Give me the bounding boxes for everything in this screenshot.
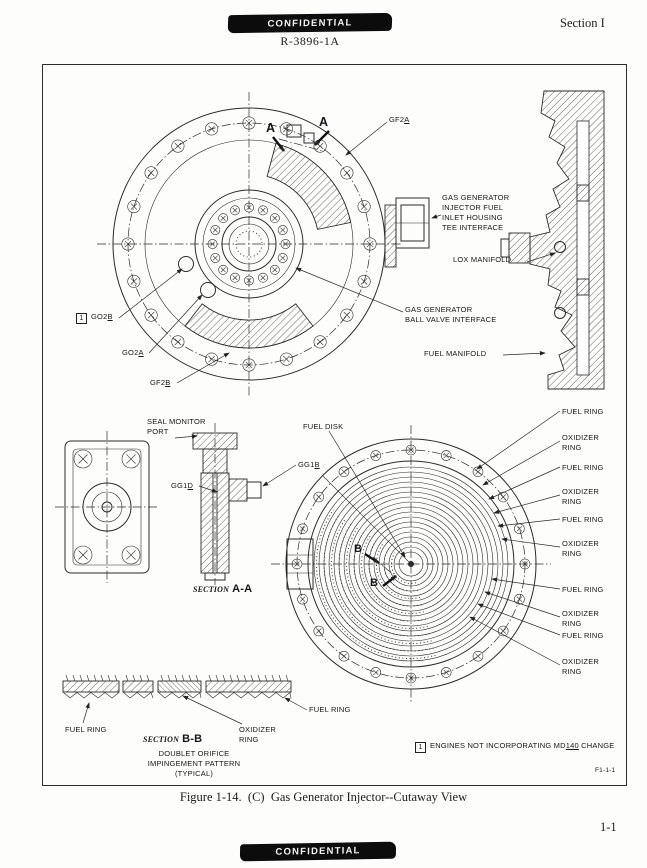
section-aa-view bbox=[192, 423, 262, 585]
ring-label-4-oxidizer: OXIDIZER RING bbox=[562, 487, 600, 506]
hub-bolt-holes bbox=[207, 202, 291, 286]
flange-bolt-holes bbox=[121, 116, 377, 372]
cut-letter-a-1: A bbox=[266, 121, 276, 135]
cut-letter-a-2: A bbox=[319, 115, 329, 129]
diagram-line-art bbox=[55, 90, 605, 725]
go2b-note-marker: 1 bbox=[76, 313, 87, 324]
section-cut-arrows bbox=[272, 130, 397, 587]
gg1b-fitting bbox=[246, 481, 262, 499]
injector-face-view bbox=[271, 425, 551, 703]
fuel-passage-hatch-top bbox=[266, 142, 352, 230]
label-lox-manifold: LOX MANIFOLD bbox=[453, 255, 512, 264]
strip-details bbox=[62, 674, 292, 699]
cut-b-arrow-1 bbox=[364, 552, 380, 565]
label-gf2a: GF2A bbox=[389, 115, 410, 124]
label-fuel-manifold: FUEL MANIFOLD bbox=[424, 349, 487, 358]
note-text: ENGINES NOT INCORPORATING MD140 CHANGE bbox=[430, 741, 615, 750]
confidential-stamp-bottom: CONFIDENTIAL bbox=[239, 841, 397, 862]
label-gf2b: GF2B bbox=[150, 378, 171, 387]
section-bb-strips bbox=[62, 674, 292, 699]
strip-fuel-ring-3 bbox=[205, 680, 292, 693]
label-seal-monitor-port: SEAL MONITOR PORT bbox=[147, 417, 206, 436]
label-inlet-housing: GAS GENERATOR INJECTOR FUEL INLET HOUSIN… bbox=[442, 193, 510, 232]
ring-label-5-fuel: FUEL RING bbox=[562, 515, 604, 524]
section-header: Section I bbox=[560, 16, 605, 30]
label-gg1d: GG1D bbox=[171, 481, 194, 490]
cut-a-arrow-2 bbox=[314, 130, 330, 146]
manifold-cross-section-view bbox=[500, 90, 605, 390]
figure-ref: F1-1-1 bbox=[595, 767, 616, 774]
ring-label-2-oxidizer: OXIDIZER RING bbox=[562, 433, 600, 452]
doc-number: R-3896-1A bbox=[280, 34, 340, 48]
figure-frame: A A GF2A GAS GENERATOR INJECTOR FUEL INL… bbox=[42, 64, 627, 786]
ring-label-3-fuel: FUEL RING bbox=[562, 463, 604, 472]
leader-lines bbox=[82, 121, 561, 725]
note-marker-box: 1 bbox=[415, 742, 426, 753]
label-strip-fuel-ring-left: FUEL RING bbox=[65, 725, 107, 734]
label-fuel-disk: FUEL DISK bbox=[303, 422, 344, 431]
confidential-stamp-top: CONFIDENTIAL bbox=[227, 12, 393, 34]
label-strip-fuel-ring-right: FUEL RING bbox=[309, 705, 351, 714]
ring-label-9-fuel: FUEL RING bbox=[562, 631, 604, 640]
confidential-stamp-bottom-text: CONFIDENTIAL bbox=[275, 845, 361, 858]
figure-note-md140: 1 ENGINES NOT INCORPORATING MD140 CHANGE bbox=[415, 741, 614, 753]
ring-label-10-oxidizer: OXIDIZER RING bbox=[562, 657, 600, 676]
orifice-rows bbox=[316, 509, 436, 660]
ring-label-7-fuel: FUEL RING bbox=[562, 585, 604, 594]
strip-oxidizer-ring bbox=[157, 680, 202, 693]
label-doublet-caption: DOUBLET ORIFICE IMPINGEMENT PATTERN (TYP… bbox=[147, 749, 241, 778]
injector-rear-view bbox=[97, 92, 430, 396]
fuel-passage-hatch-bottom bbox=[184, 303, 314, 349]
strip-fuel-ring-2 bbox=[122, 680, 154, 693]
valve-plate-view bbox=[55, 431, 159, 583]
label-ball-valve: GAS GENERATOR BALL VALVE INTERFACE bbox=[405, 305, 497, 324]
page-number: 1-1 bbox=[600, 820, 617, 834]
section-cut-boss bbox=[286, 124, 302, 138]
ring-label-6-oxidizer: OXIDIZER RING bbox=[562, 539, 600, 558]
ring-label-8-oxidizer: OXIDIZER RING bbox=[562, 609, 600, 628]
label-gg1b: GG1B bbox=[298, 460, 320, 469]
cut-letter-b-1: B bbox=[354, 543, 363, 555]
plate-bolt-holes bbox=[73, 449, 141, 565]
strip-fuel-ring-1 bbox=[62, 680, 120, 693]
cut-a-arrow-1 bbox=[272, 136, 285, 152]
face-inlet-boss bbox=[286, 538, 314, 590]
ring-label-1-fuel: FUEL RING bbox=[562, 407, 604, 416]
figure-caption: Figure 1-14. (C) Gas Generator Injector-… bbox=[179, 790, 468, 804]
propellant-rings bbox=[313, 466, 509, 662]
fuel-disk-radial-line bbox=[322, 475, 412, 565]
go2a-port bbox=[200, 282, 216, 298]
gg1b-boss bbox=[228, 478, 248, 502]
fuel-inlet-passage bbox=[384, 204, 397, 268]
confidential-stamp-top-text: CONFIDENTIAL bbox=[267, 16, 353, 30]
cut-b-arrow-2 bbox=[382, 575, 397, 587]
cut-letter-b-2: B bbox=[370, 577, 379, 589]
label-go2a: GO2A bbox=[122, 348, 144, 357]
go2b-port bbox=[178, 256, 194, 272]
label-strip-oxidizer-ring: OXIDIZER RING bbox=[239, 725, 277, 744]
